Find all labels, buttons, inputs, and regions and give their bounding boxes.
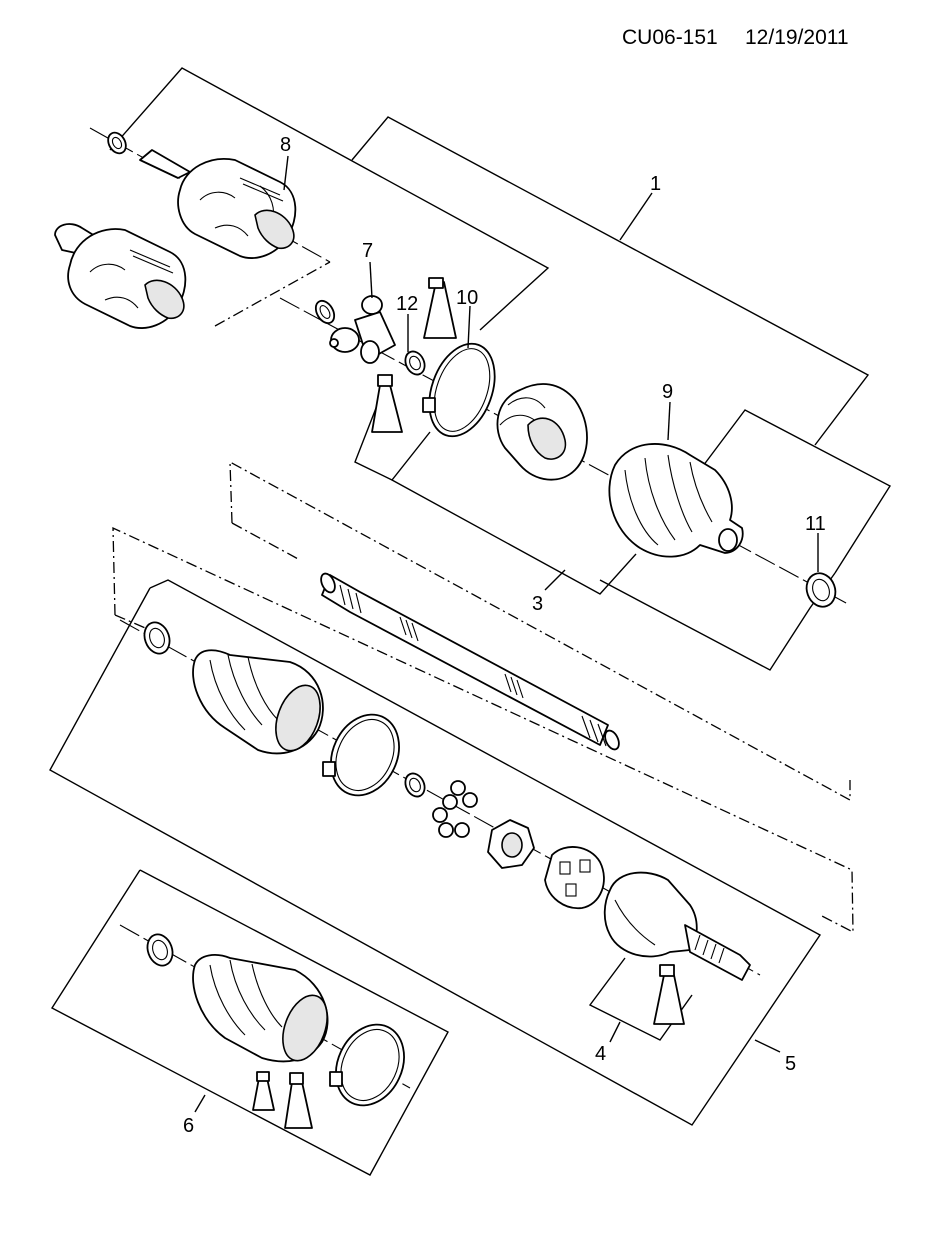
group-frame-8: [109, 67, 550, 331]
outer-cv-joint-4: [603, 871, 751, 981]
outer-cv-boot-5: [192, 649, 324, 755]
callout-5: 5: [785, 1053, 796, 1075]
callout-leader-3: [544, 569, 566, 591]
grease-tube-6a: [252, 1071, 275, 1111]
grease-tube-4: [653, 964, 685, 1025]
group-frame-3-right: [699, 409, 891, 574]
callout-leader-8: [283, 155, 289, 191]
group-frame-1: [351, 116, 870, 446]
callout-leader-7: [369, 261, 373, 299]
seal-ring-top: [107, 131, 127, 155]
snap-ring-left: [314, 299, 336, 325]
callout-leader-10: [467, 305, 471, 349]
callout-9: 9: [662, 381, 673, 403]
group-frame-3-dashed: [229, 460, 851, 802]
boot-ring-6: [146, 933, 174, 967]
callout-7: 7: [362, 240, 373, 262]
ball-cage: [544, 846, 605, 910]
tripod-housing-8: [139, 149, 297, 259]
callout-11: 11: [805, 513, 826, 535]
axis-alt-joint: [214, 261, 331, 327]
boot-clamp-10: [422, 342, 496, 438]
callout-4: 4: [595, 1043, 606, 1065]
group-frame-11: [599, 572, 836, 671]
grease-tube-top: [423, 277, 457, 339]
callout-leader-5: [754, 1039, 781, 1053]
callout-10: 10: [456, 287, 478, 309]
snap-ring-12: [404, 350, 426, 376]
retaining-ring-11: [805, 572, 837, 608]
callout-leader-1: [619, 192, 653, 241]
boot-ring-5: [143, 621, 171, 655]
inner-race: [487, 819, 535, 869]
callout-3: 3: [532, 593, 543, 615]
callout-leader-6: [194, 1094, 206, 1113]
callout-6: 6: [183, 1115, 194, 1137]
group-frame-5: [49, 579, 822, 1126]
inner-cv-boot-9: [608, 443, 744, 558]
callout-leader-4: [609, 1021, 621, 1043]
group-frame-3: [391, 479, 637, 595]
boot-clamp-lower: [322, 713, 400, 797]
group-frame-1-lower: [354, 384, 431, 481]
diagram-date: 12/19/2011: [745, 26, 849, 49]
boot-clamp-6: [329, 1023, 405, 1107]
outer-cv-boot-6: [192, 954, 329, 1063]
group-frame-5-dashed-b: [114, 614, 151, 631]
diagram-code: CU06-151: [622, 26, 718, 49]
group-frame-6: [51, 869, 449, 1176]
group-frame-3-dashed-b: [231, 522, 301, 561]
inner-boot-adapter: [496, 383, 588, 481]
tripod-spider-7: [329, 295, 396, 364]
callout-1: 1: [650, 173, 661, 195]
grease-tube-left: [371, 374, 403, 433]
callout-8: 8: [280, 134, 291, 156]
snap-ring-lower: [404, 772, 426, 798]
callout-leader-9: [667, 401, 671, 441]
grease-tube-6b: [284, 1072, 313, 1129]
axle-shaft: [320, 572, 620, 751]
tripod-housing-alt: [54, 223, 187, 329]
group-frame-5-dashed: [112, 526, 854, 934]
cv-balls: [432, 780, 478, 838]
callout-12: 12: [396, 293, 418, 315]
